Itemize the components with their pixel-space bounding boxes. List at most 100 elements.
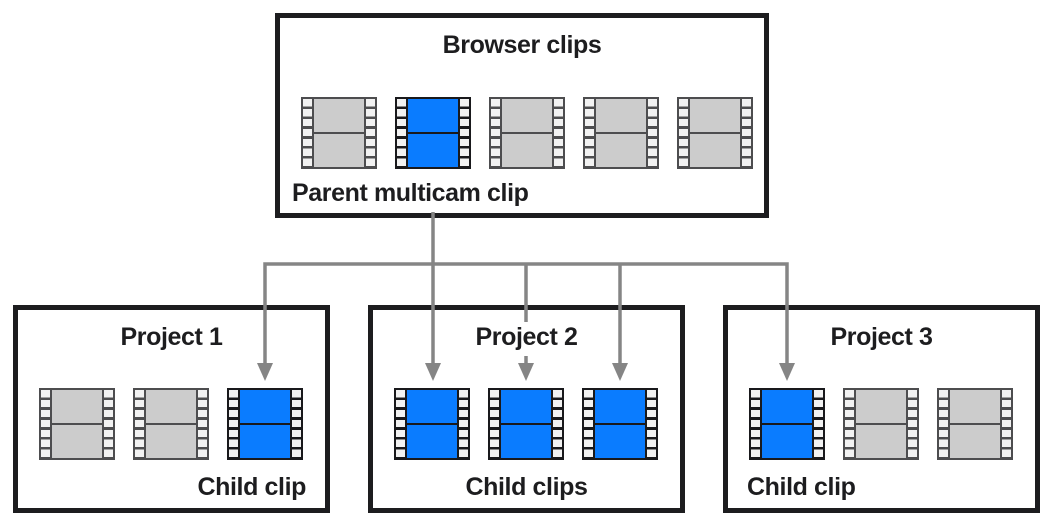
project-3-title: Project 3 xyxy=(830,323,933,351)
film-frame xyxy=(502,134,552,167)
film-frame xyxy=(762,390,812,423)
film-perforation-strip xyxy=(460,99,469,167)
film-perforation-strip xyxy=(366,99,375,167)
film-frames xyxy=(762,390,812,458)
parent-multicam-clip-label: Parent multicam clip xyxy=(292,179,529,207)
film-frames xyxy=(240,390,290,458)
film-frame xyxy=(690,134,740,167)
project-1-title: Project 1 xyxy=(120,323,223,351)
film-frame xyxy=(596,134,646,167)
film-perforation-strip xyxy=(104,390,113,458)
film-frames xyxy=(52,390,102,458)
project-3-box: Project 3 Child clip xyxy=(723,305,1040,513)
film-clip-icon-highlighted xyxy=(582,388,658,460)
film-perforation-strip xyxy=(41,390,50,458)
film-frames xyxy=(408,99,458,167)
film-frame xyxy=(408,99,458,132)
film-perforation-strip xyxy=(751,390,760,458)
film-frame xyxy=(407,390,457,423)
project-2-box: Project 2 Child clips xyxy=(368,305,685,513)
project-1-clip-row xyxy=(39,388,303,460)
film-frame xyxy=(314,99,364,132)
film-frame xyxy=(501,425,551,458)
film-frames xyxy=(501,390,551,458)
film-perforation-strip xyxy=(554,99,563,167)
project-3-child-clip-label: Child clip xyxy=(747,473,856,501)
film-perforation-strip xyxy=(459,390,468,458)
film-perforation-strip xyxy=(229,390,238,458)
project-2-child-clips-label: Child clips xyxy=(465,473,588,501)
film-perforation-strip xyxy=(292,390,301,458)
project-1-box: Project 1 Child clip xyxy=(13,305,330,513)
film-perforation-strip xyxy=(396,390,405,458)
film-frame xyxy=(502,99,552,132)
film-frame xyxy=(408,134,458,167)
film-clip-icon-highlighted xyxy=(749,388,825,460)
film-perforation-strip xyxy=(908,390,917,458)
film-perforation-strip xyxy=(584,390,593,458)
project-2-clip-row xyxy=(394,388,658,460)
film-clip-icon xyxy=(301,97,377,169)
film-frame xyxy=(950,390,1000,423)
film-frame xyxy=(690,99,740,132)
film-perforation-strip xyxy=(1002,390,1011,458)
film-perforation-strip xyxy=(397,99,406,167)
film-frame xyxy=(146,390,196,423)
film-frame xyxy=(407,425,457,458)
browser-clip-row xyxy=(301,97,753,169)
film-frame xyxy=(314,134,364,167)
film-clip-icon xyxy=(39,388,115,460)
film-frames xyxy=(502,99,552,167)
film-perforation-strip xyxy=(553,390,562,458)
browser-clips-box: Browser clips Parent multicam clip xyxy=(275,13,769,218)
film-frame xyxy=(595,390,645,423)
project-1-child-clip-label: Child clip xyxy=(197,473,306,501)
film-frames xyxy=(856,390,906,458)
film-perforation-strip xyxy=(135,390,144,458)
film-clip-icon xyxy=(133,388,209,460)
film-frame xyxy=(856,425,906,458)
film-perforation-strip xyxy=(742,99,751,167)
film-frames xyxy=(407,390,457,458)
film-frame xyxy=(146,425,196,458)
film-clip-icon xyxy=(489,97,565,169)
film-perforation-strip xyxy=(814,390,823,458)
film-frames xyxy=(596,99,646,167)
film-perforation-strip xyxy=(491,99,500,167)
film-frame xyxy=(856,390,906,423)
film-perforation-strip xyxy=(198,390,207,458)
film-frames xyxy=(146,390,196,458)
film-clip-icon-highlighted xyxy=(394,388,470,460)
film-frames xyxy=(690,99,740,167)
film-clip-icon-highlighted xyxy=(488,388,564,460)
browser-clips-title: Browser clips xyxy=(442,31,602,59)
film-frames xyxy=(950,390,1000,458)
film-clip-icon xyxy=(937,388,1013,460)
project-2-title: Project 2 xyxy=(475,323,578,351)
film-perforation-strip xyxy=(679,99,688,167)
film-frame xyxy=(240,425,290,458)
film-perforation-strip xyxy=(303,99,312,167)
film-clip-icon-highlighted xyxy=(227,388,303,460)
film-perforation-strip xyxy=(647,390,656,458)
film-clip-icon xyxy=(583,97,659,169)
film-clip-icon xyxy=(843,388,919,460)
film-frames xyxy=(595,390,645,458)
film-perforation-strip xyxy=(648,99,657,167)
film-frame xyxy=(595,425,645,458)
film-frame xyxy=(950,425,1000,458)
film-clip-icon-highlighted xyxy=(395,97,471,169)
film-perforation-strip xyxy=(939,390,948,458)
film-perforation-strip xyxy=(490,390,499,458)
film-frame xyxy=(52,425,102,458)
film-frame xyxy=(501,390,551,423)
film-frame xyxy=(52,390,102,423)
film-clip-icon xyxy=(677,97,753,169)
project-3-clip-row xyxy=(749,388,1013,460)
film-frame xyxy=(762,425,812,458)
film-frames xyxy=(314,99,364,167)
film-frame xyxy=(240,390,290,423)
film-perforation-strip xyxy=(845,390,854,458)
film-perforation-strip xyxy=(585,99,594,167)
